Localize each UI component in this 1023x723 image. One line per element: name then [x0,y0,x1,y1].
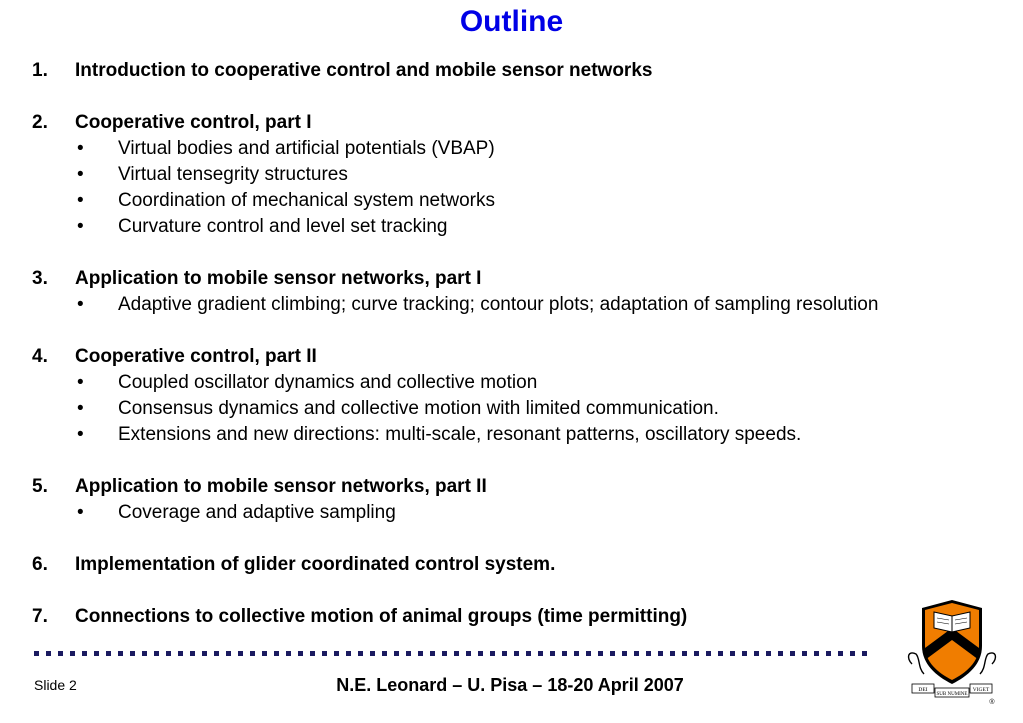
bullet-item: • Consensus dynamics and collective moti… [32,396,1012,422]
motto-center-text: SUB NUMINE [937,692,968,697]
section-title: Application to mobile sensor networks, p… [75,268,482,289]
outline-section-2: 2. Cooperative control, part I • Virtual… [32,110,1012,240]
bullet-icon: • [77,164,84,185]
bullet-text: Extensions and new directions: multi-sca… [118,424,802,445]
section-heading: 4. Cooperative control, part II [32,344,1012,370]
section-heading: 5. Application to mobile sensor networks… [32,474,1012,500]
section-number: 1. [32,60,48,81]
bullet-item: • Coverage and adaptive sampling [32,500,1012,526]
motto-left-text: DEI [918,687,927,693]
outline-section-4: 4. Cooperative control, part II • Couple… [32,344,1012,448]
bullet-text: Adaptive gradient climbing; curve tracki… [118,294,879,315]
bullet-icon: • [77,424,84,445]
bullet-text: Coupled oscillator dynamics and collecti… [118,372,538,393]
section-title: Application to mobile sensor networks, p… [75,476,487,497]
bullet-icon: • [77,372,84,393]
bullet-item: • Curvature control and level set tracki… [32,214,1012,240]
section-heading: 1. Introduction to cooperative control a… [32,58,1012,84]
left-scroll-icon [907,652,925,675]
section-number: 2. [32,112,48,133]
section-number: 6. [32,554,48,575]
section-title: Implementation of glider coordinated con… [75,554,556,575]
chevron-icon [925,628,979,660]
outline-section-6: 6. Implementation of glider coordinated … [32,552,1012,578]
section-heading: 6. Implementation of glider coordinated … [32,552,1012,578]
bullet-item: • Extensions and new directions: multi-s… [32,422,1012,448]
section-heading: 3. Application to mobile sensor networks… [32,266,1012,292]
bullet-text: Coverage and adaptive sampling [118,502,396,523]
bullet-item: • Coordination of mechanical system netw… [32,188,1012,214]
bullet-item: • Virtual bodies and artificial potentia… [32,136,1012,162]
bullet-icon: • [77,216,84,237]
bullet-text: Virtual bodies and artificial potentials… [118,138,495,159]
slide-title: Outline [459,5,564,38]
outline-section-7: 7. Connections to collective motion of a… [32,604,1012,630]
section-title: Cooperative control, part II [75,346,317,367]
section-number: 3. [32,268,48,289]
section-heading: 7. Connections to collective motion of a… [32,604,1012,630]
bullet-item: • Coupled oscillator dynamics and collec… [32,370,1012,396]
footer-citation: N.E. Leonard – U. Pisa – 18-20 April 200… [336,675,684,695]
motto-ribbon-center [934,687,970,698]
bullet-icon: • [77,138,84,159]
bullet-text: Virtual tensegrity structures [118,164,348,185]
section-number: 4. [32,346,48,367]
section-title: Introduction to cooperative control and … [75,60,653,81]
bullet-item: • Adaptive gradient climbing; curve trac… [32,292,1012,318]
right-scroll-icon [979,652,997,675]
section-number: 5. [32,476,48,497]
bullet-icon: • [77,502,84,523]
outline-section-5: 5. Application to mobile sensor networks… [32,474,1012,526]
motto-ribbon-right [969,683,993,694]
bullet-icon: • [77,294,84,315]
bullet-icon: • [77,190,84,211]
section-number: 7. [32,606,48,627]
registered-mark: ® [989,698,995,706]
outline-list: 1. Introduction to cooperative control a… [32,58,1012,630]
bullet-text: Consensus dynamics and collective motion… [118,398,719,419]
section-heading: 2. Cooperative control, part I [32,110,1012,136]
outline-section-3: 3. Application to mobile sensor networks… [32,266,1012,318]
princeton-shield-logo: DEI SUB NUMINE VIGET ® [907,600,997,706]
motto-ribbon-left [911,683,935,694]
bullet-text: Curvature control and level set tracking [118,216,448,237]
bullet-text: Coordination of mechanical system networ… [118,190,496,211]
bullet-icon: • [77,398,84,419]
slide-number: Slide 2 [34,677,77,693]
footer-divider [34,651,874,656]
outline-section-1: 1. Introduction to cooperative control a… [32,58,1012,84]
motto-right-text: VIGET [973,687,990,693]
section-title: Connections to collective motion of anim… [75,606,688,627]
section-title: Cooperative control, part I [75,112,312,133]
bullet-item: • Virtual tensegrity structures [32,162,1012,188]
